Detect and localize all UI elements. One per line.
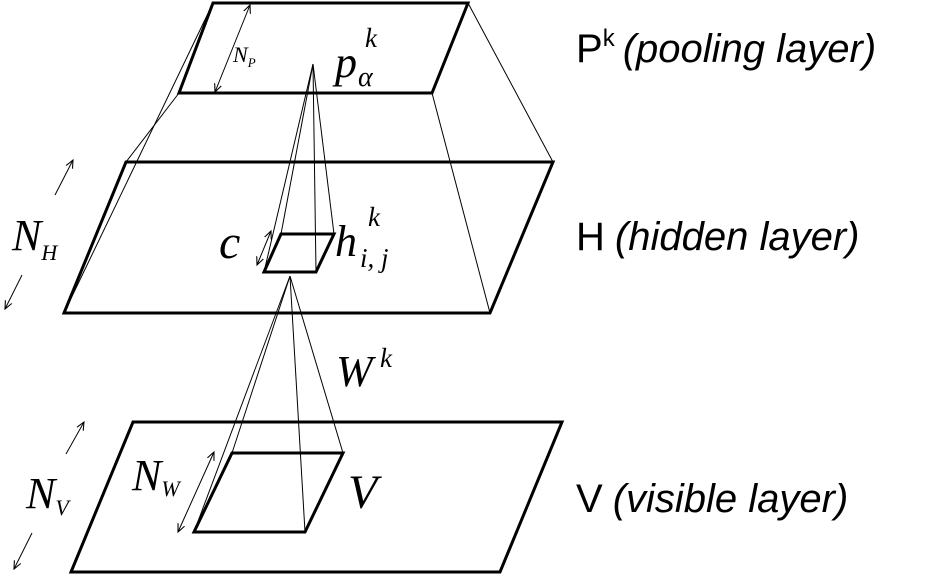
nv-arrow-down xyxy=(14,532,33,569)
visible-field-square xyxy=(191,451,346,534)
c-label: c xyxy=(219,216,240,269)
hidden-block-square xyxy=(261,232,337,274)
p-alpha-label: p xyxy=(332,38,357,87)
p-alpha-sup: k xyxy=(365,23,378,53)
h-ij-label: h xyxy=(335,217,357,266)
hidden-layer-plane xyxy=(61,160,556,315)
nh-label: NH xyxy=(11,211,58,265)
pooling-hidden-edges xyxy=(63,2,554,314)
visible-layer-plane xyxy=(68,420,565,574)
hidden-layer-label: H(hidden layer) xyxy=(576,215,859,259)
c-arrow xyxy=(257,231,271,265)
pooling-layer-plane xyxy=(176,1,471,95)
nh-arrow-up xyxy=(54,160,73,196)
v-label: V xyxy=(348,466,382,519)
visible-layer-label: V(visible layer) xyxy=(576,477,848,521)
w-k-sup: k xyxy=(380,343,393,373)
nh-arrow-down xyxy=(5,274,23,309)
pooling-layer-label: Pk(pooling layer) xyxy=(576,25,876,71)
np-arrow xyxy=(215,5,250,92)
nw-label: NW xyxy=(131,451,181,501)
nw-arrow xyxy=(178,452,214,532)
np-label: NP xyxy=(232,42,256,70)
nv-label: NV xyxy=(25,469,71,520)
w-k-label: W xyxy=(336,347,376,396)
nv-arrow-up xyxy=(65,422,84,455)
h-ij-sup: k xyxy=(368,202,381,232)
p-alpha-sub: α xyxy=(358,62,374,93)
pooling-fan-lines xyxy=(263,63,335,273)
h-ij-sub: i, j xyxy=(360,243,389,273)
